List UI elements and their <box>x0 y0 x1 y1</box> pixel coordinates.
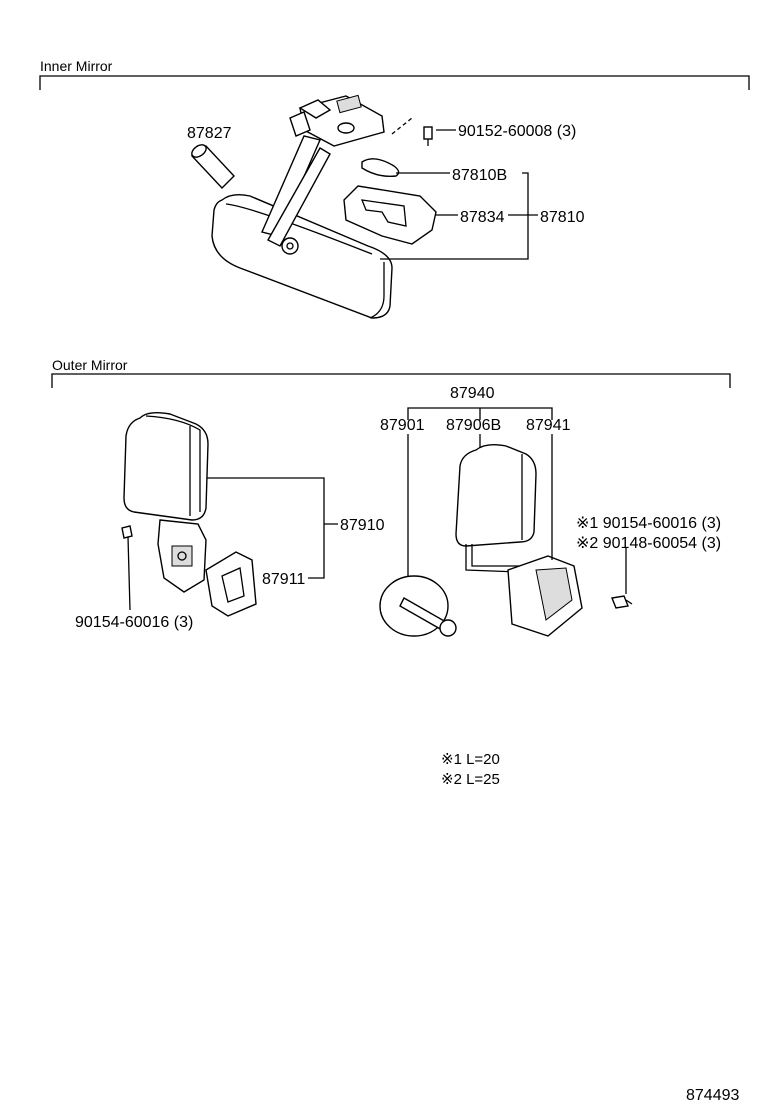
section-title-outer-mirror: Outer Mirror <box>52 357 128 373</box>
bracket-87910 <box>207 477 338 579</box>
label-87910: 87910 <box>340 517 385 534</box>
inner-mirror-assembly <box>190 94 437 319</box>
label-90154-60016-left: 90154-60016 (3) <box>75 614 193 631</box>
bracket-87940 <box>407 407 553 420</box>
label-87940: 87940 <box>450 385 495 402</box>
bracket-87810 <box>380 172 538 260</box>
section-bracket-inner <box>39 75 750 90</box>
outer-mirror-right-assembly <box>379 443 633 637</box>
label-87834: 87834 <box>460 209 505 226</box>
outer-mirror-left-assembly <box>121 411 257 617</box>
label-87810: 87810 <box>540 209 585 226</box>
diagram-id: 874493 <box>686 1087 739 1104</box>
label-90152-60008: 90152-60008 (3) <box>458 123 576 140</box>
label-87906B: 87906B <box>446 417 501 434</box>
label-87911: 87911 <box>262 571 305 588</box>
section-bracket-outer <box>51 373 731 388</box>
note-length-2: ※2 L=25 <box>441 771 500 788</box>
label-note2-90148: ※2 90148-60054 (3) <box>576 535 721 552</box>
label-87941: 87941 <box>526 417 571 434</box>
section-title-inner-mirror: Inner Mirror <box>40 58 113 74</box>
label-note1-90154: ※1 90154-60016 (3) <box>576 515 721 532</box>
note-length-1: ※1 L=20 <box>441 751 500 768</box>
label-87810B: 87810B <box>452 167 507 184</box>
label-87827: 87827 <box>187 125 232 142</box>
label-87901: 87901 <box>380 417 425 434</box>
